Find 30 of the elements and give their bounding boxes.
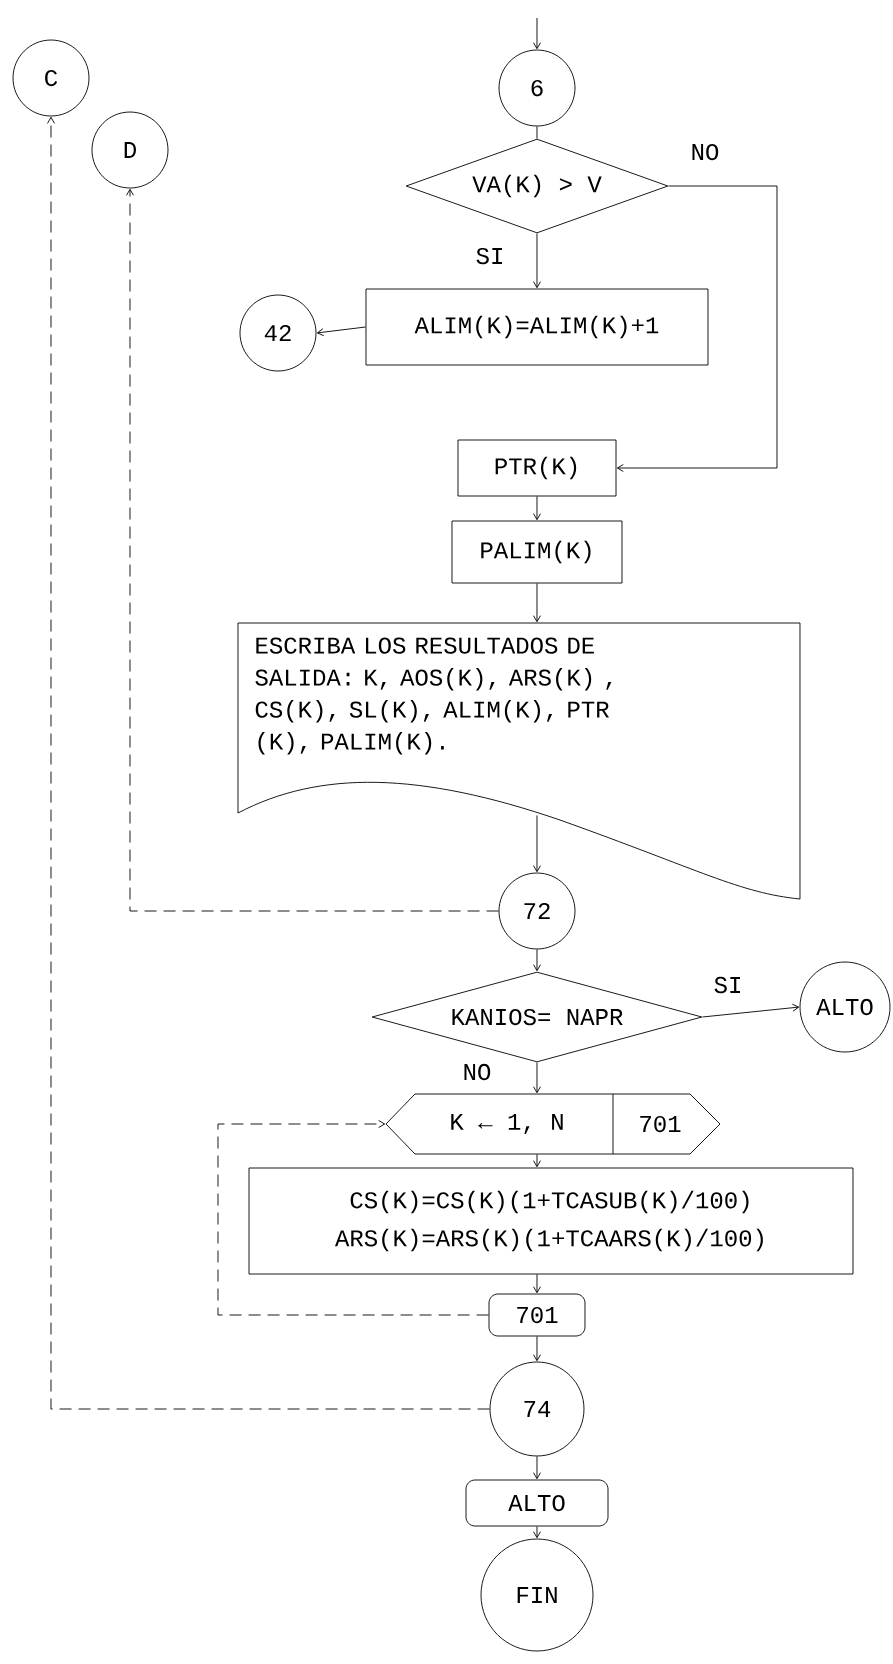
arrow: [533, 815, 541, 873]
loop-hexagon: K ← 1, N 701: [385, 1093, 721, 1155]
arrow: [702, 1003, 800, 1018]
terminal-box: 701: [488, 1293, 586, 1337]
edge-label: NO: [688, 141, 722, 163]
arrow: [533, 1274, 541, 1294]
edge-label: NO: [460, 1061, 494, 1083]
arrow: [533, 583, 541, 623]
arrow: [533, 1456, 541, 1480]
edge-label: SI: [711, 974, 745, 996]
arrow: [126, 188, 499, 912]
process-box: ALIM(K)=ALIM(K)+1: [365, 288, 709, 366]
arrow: [533, 233, 541, 289]
document-shape: ESCRIBA LOS RESULTADOS DE SALIDA: K, AOS(K), ARS(K) , CS(K), SL(K), ALIM(K), PTR (K), PALIM(K).: [237, 622, 801, 900]
arrow: [616, 185, 778, 472]
arrow: [533, 1154, 541, 1168]
arrow: [217, 1120, 489, 1316]
arrow: [533, 1062, 541, 1094]
process-box: PTR(K): [457, 439, 617, 497]
edge-label: SI: [473, 245, 507, 267]
arrow: [533, 1526, 541, 1539]
process-box: PALIM(K): [451, 520, 623, 584]
arrow: [316, 326, 366, 337]
arrow: [47, 116, 490, 1410]
arrow: [533, 17, 541, 50]
arrow: [533, 949, 541, 972]
arrow: [533, 1336, 541, 1362]
process-box: CS(K)=CS(K)(1+TCASUB(K)/100) ARS(K)=ARS(K)(1+TCAARS(K)/100): [248, 1167, 854, 1275]
arrow: [533, 496, 541, 521]
terminal-box: ALTO: [465, 1479, 609, 1527]
